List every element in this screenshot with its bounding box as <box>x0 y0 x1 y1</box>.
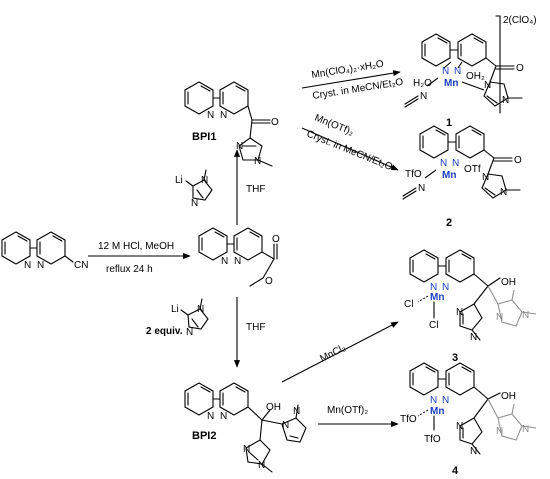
sm-nitrogen-b: N <box>37 260 44 271</box>
c4-ligand-b: TfO <box>424 434 441 445</box>
sm-cyano: CN <box>74 260 88 271</box>
bpi2-hydroxyl: OH <box>266 402 281 413</box>
c1-carbonyl-o: O <box>516 63 524 74</box>
bpi2-nitrogen-a: N <box>207 411 214 422</box>
bpi1-carbonyl-o: O <box>271 117 279 128</box>
c4-pyridine-n2: N <box>442 395 449 406</box>
c1-ligand-b: OH₂ <box>466 71 485 82</box>
c3-hydroxyl: OH <box>501 277 516 288</box>
c4-number: 4 <box>452 465 459 477</box>
reaction-arrows <box>88 70 401 428</box>
c2-pyridine-n2: N <box>452 158 459 169</box>
c3-number: 3 <box>452 352 458 364</box>
c4-pyridine-n1: N <box>430 395 437 406</box>
c1-number: 1 <box>446 117 452 129</box>
ligand-bpi1: N N O N N BPI1 <box>184 81 279 167</box>
bpi2-imidazole-n4: N <box>293 406 300 417</box>
c1-pyridine-n1: N <box>442 66 449 77</box>
c4-hydroxyl: OH <box>501 391 516 402</box>
c4-metal: Mn <box>430 406 444 417</box>
complex-1: N N Mn H₂O OH₂ O N N N 2(ClO₄) 1 <box>404 15 537 129</box>
c1-imidazole-n2: N <box>502 95 509 106</box>
c1-acetonitrile-n: N <box>420 91 427 102</box>
condition-bpi1-solvent: THF <box>246 184 265 195</box>
c2-metal: Mn <box>442 170 456 181</box>
ester-alkoxy-o: O <box>265 276 273 287</box>
c4-grey-imidazole-n2: N <box>522 424 529 435</box>
bpi2-imidazole-n3: N <box>282 420 289 431</box>
c3-pyridine-n2: N <box>442 282 449 293</box>
c2-pyridine-n1: N <box>440 158 447 169</box>
c3-grey-imidazole-n2: N <box>522 310 529 321</box>
arrow-to-complex-1 <box>301 70 401 89</box>
li-reagent-bottom-n2: N <box>186 327 193 338</box>
li-imidazole-reagent-top: Li N N <box>175 169 213 209</box>
condition-c1-cryst: Cryst. in MeCN/Et₂O <box>312 77 404 102</box>
condition-ester-line1: 12 M HCl, MeOH <box>98 241 174 252</box>
c2-number: 2 <box>446 217 452 229</box>
ester-nitrogen-b: N <box>234 256 241 267</box>
li-reagent-top-li: Li <box>175 175 183 186</box>
c1-metal: Mn <box>444 78 458 89</box>
condition-c1-reagent: Mn(ClO₄)₂·xH₂O <box>311 59 385 81</box>
c3-ligand-a: Cl <box>404 299 413 310</box>
c2-imidazole-n2: N <box>500 187 507 198</box>
ester-intermediate: N N O O <box>198 227 280 287</box>
c3-pyridine-n1: N <box>430 282 437 293</box>
complex-4: N N Mn TfO TfO OH N N N N 4 <box>400 362 537 477</box>
complex-3: N N Mn Cl Cl OH N N N N 3 <box>404 249 537 364</box>
arrow-to-complex-2 <box>301 127 399 171</box>
conditions: 12 M HCl, MeOH reflux 24 h THF THF 2 equ… <box>98 59 404 416</box>
bpi1-label: BPI1 <box>192 131 216 143</box>
c4-imidazole-n1: N <box>456 421 463 432</box>
c3-grey-imidazole-n1: N <box>496 312 503 323</box>
c2-ligand-a: TfO <box>405 169 422 180</box>
c4-imidazole-n2: N <box>470 446 477 457</box>
c2-carbonyl-o: O <box>514 155 522 166</box>
li-reagent-top-n2: N <box>191 198 198 209</box>
sm-nitrogen-a: N <box>24 260 31 271</box>
bpi2-imidazole-n2: N <box>258 460 265 471</box>
arrow-to-complex-3 <box>281 321 399 383</box>
starting-material: N N CN <box>1 231 88 271</box>
ligand-bpi2: N N OH N N N N BPI2 <box>184 382 307 473</box>
bpi2-imidazole-n1: N <box>243 444 250 455</box>
condition-c3-reagent: MnCl₂ <box>318 342 347 364</box>
c4-ligand-a: TfO <box>400 414 417 425</box>
li-reagent-bottom-n1: N <box>197 304 204 315</box>
c3-imidazole-n1: N <box>456 307 463 318</box>
bpi2-nitrogen-b: N <box>220 411 227 422</box>
bpi1-nitrogen-b: N <box>220 110 227 121</box>
li-reagent-bottom-li: Li <box>171 304 179 315</box>
c1-ligand-a: H₂O <box>413 78 432 89</box>
c2-acetonitrile-n: N <box>418 183 425 194</box>
condition-c4-reagent: Mn(OTf)₂ <box>327 405 368 416</box>
c3-ligand-b: Cl <box>429 320 438 331</box>
bpi1-imidazole-n2: N <box>254 156 261 167</box>
ester-carbonyl-o: O <box>272 234 280 245</box>
c1-imidazole-n1: N <box>484 80 491 91</box>
bpi1-nitrogen-a: N <box>207 110 214 121</box>
ester-nitrogen-a: N <box>221 256 228 267</box>
condition-bpi2-equiv: 2 equiv. <box>146 326 183 337</box>
li-reagent-top-n1: N <box>201 175 208 186</box>
complex-2: N N Mn TfO OTf O N N N 2 <box>402 125 522 229</box>
c2-ligand-b: OTf <box>464 164 481 175</box>
c4-grey-imidazole-n1: N <box>496 426 503 437</box>
li-imidazole-reagent-bottom: Li N N <box>171 298 209 338</box>
bpi2-label: BPI2 <box>192 430 216 442</box>
bpi1-imidazole-n1: N <box>236 141 243 152</box>
condition-bpi2-solvent: THF <box>246 322 265 333</box>
c2-imidazole-n1: N <box>482 172 489 183</box>
c1-counterion: 2(ClO₄) <box>503 15 537 26</box>
condition-ester-line2: reflux 24 h <box>106 264 153 275</box>
c3-imidazole-n2: N <box>470 332 477 343</box>
c3-metal: Mn <box>430 292 444 303</box>
c1-pyridine-n2: N <box>454 66 461 77</box>
